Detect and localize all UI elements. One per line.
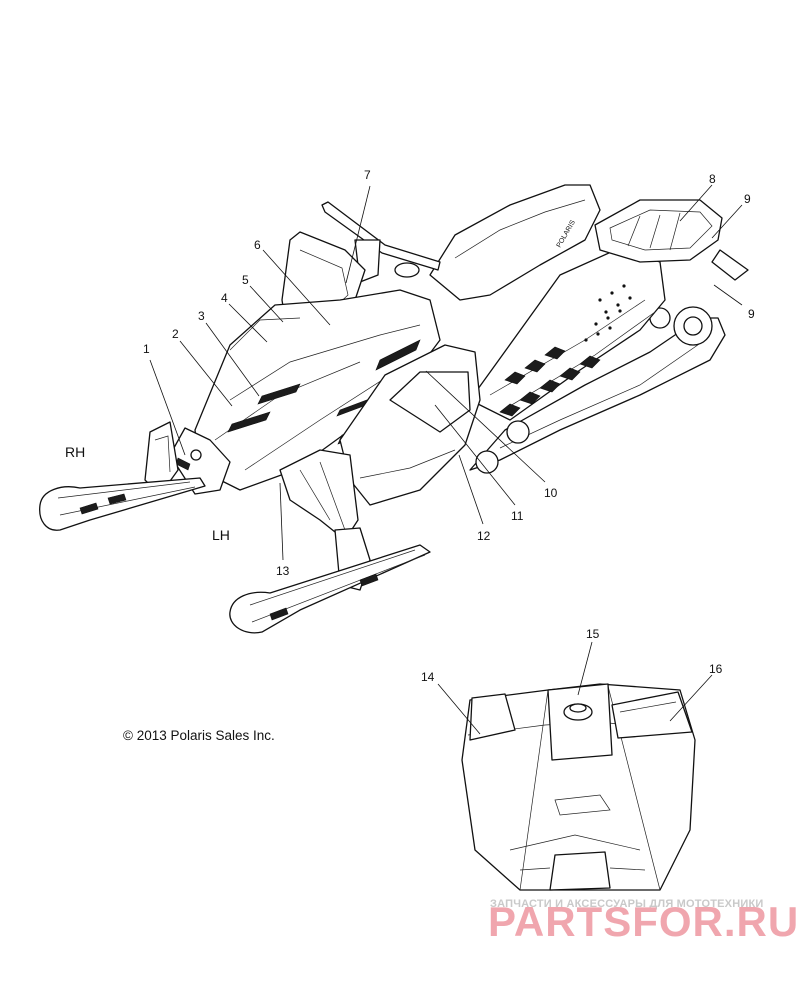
snowmobile-illustration: POLARIS — [39, 184, 749, 634]
callout-6: 6 — [254, 238, 261, 252]
callout-4: 4 — [221, 291, 228, 305]
callout-numbers: 1 2 3 4 5 6 7 8 9 9 10 11 12 13 14 15 16 — [143, 168, 755, 684]
fuel-tank-illustration — [461, 683, 696, 891]
side-label-lh: LH — [212, 527, 230, 543]
callout-9-lower: 9 — [748, 307, 755, 321]
callout-5: 5 — [242, 273, 249, 287]
callout-11: 11 — [511, 509, 524, 523]
callout-8: 8 — [709, 172, 716, 186]
nose — [169, 427, 231, 495]
watermark-tagline: ЗАПЧАСТИ И АКСЕССУАРЫ ДЛЯ МОТОТЕХНИКИ — [490, 898, 763, 910]
callout-16: 16 — [709, 662, 723, 676]
callout-13: 13 — [276, 564, 290, 578]
tank-bottom-mount — [549, 851, 611, 891]
seat — [429, 184, 601, 301]
rear-flap — [711, 249, 749, 281]
callout-2: 2 — [172, 327, 179, 341]
callout-1: 1 — [143, 342, 150, 356]
tank-left-wing — [469, 693, 516, 741]
hood-vent-lower — [227, 411, 271, 433]
side-label-rh: RH — [65, 444, 85, 460]
gas-cap — [394, 262, 420, 278]
callout-15: 15 — [586, 627, 600, 641]
callout-10: 10 — [544, 486, 558, 500]
watermark-logo: PARTSFOR.RU — [488, 898, 799, 945]
headlight-left — [190, 449, 202, 461]
hood-vent-upper — [257, 383, 301, 405]
rear-rack — [594, 199, 723, 263]
side-panel-window — [389, 371, 471, 433]
front-suspension — [279, 449, 359, 541]
side-vent — [375, 339, 421, 371]
callout-12: 12 — [477, 529, 491, 543]
tunnel-dots — [584, 284, 632, 342]
callout-3: 3 — [198, 309, 205, 323]
callout-14: 14 — [421, 670, 435, 684]
ski-lh — [229, 544, 431, 634]
tank-right-wing — [611, 691, 693, 739]
callout-7: 7 — [364, 168, 371, 182]
hood — [194, 289, 441, 491]
callout-9-upper: 9 — [744, 192, 751, 206]
copyright-text: © 2013 Polaris Sales Inc. — [123, 728, 275, 743]
foot-treads — [499, 346, 601, 417]
fuel-filler-neck — [547, 683, 613, 761]
handlebar — [321, 201, 441, 271]
leader-lines — [149, 184, 743, 735]
ski-rh — [39, 477, 206, 531]
